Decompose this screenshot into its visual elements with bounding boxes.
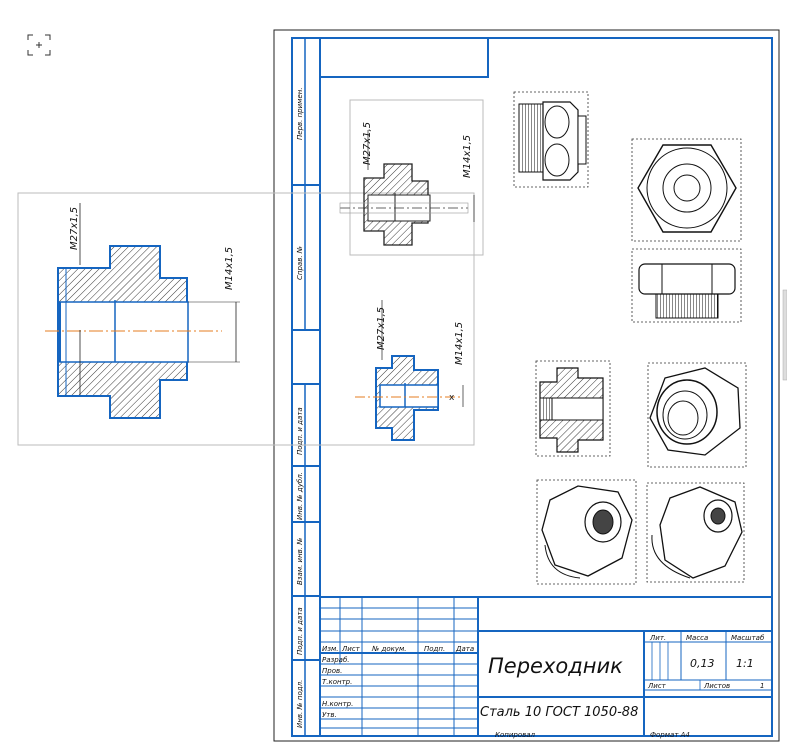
part-name: Переходник	[488, 654, 623, 678]
change-col: № докум.	[371, 645, 407, 653]
dim-m14: M14x1,5	[462, 135, 473, 178]
dim-m14: M14x1,5	[454, 322, 465, 365]
top-section-view[interactable]: M27x1,5 M14x1,5	[339, 99, 484, 256]
role-label: Утв.	[322, 711, 337, 719]
footer-copy: Копировал	[495, 731, 536, 739]
side-view-small[interactable]	[513, 91, 589, 188]
role-label: Разраб.	[322, 656, 350, 664]
side-label: Инв. № дубл.	[296, 472, 304, 520]
dim-m27: M27x1,5	[362, 122, 373, 165]
change-col: Подп.	[424, 645, 445, 653]
side-label: Взам. инв. №	[296, 537, 304, 585]
iso-view-3[interactable]	[646, 482, 745, 583]
iso-view-2[interactable]	[536, 479, 637, 585]
role-label: Н.контр.	[322, 700, 353, 708]
side-label: Подп. и дата	[296, 607, 304, 655]
material: Сталь 10 ГОСТ 1050-88	[480, 705, 638, 720]
footer-format: Формат А4	[650, 731, 690, 739]
dim-m27: M27x1,5	[376, 307, 387, 350]
fit-view-icon[interactable]	[27, 34, 51, 56]
sheets-label: Листов	[703, 682, 730, 690]
title-block: Изм. Лист № докум. Подп. Дата Разраб. Пр…	[319, 596, 773, 739]
side-label: Подп. и дата	[296, 407, 304, 455]
sheet-label: Лист	[647, 682, 667, 690]
scroll-marker[interactable]	[782, 289, 787, 381]
zoom-section-view[interactable]: M27x1,5 M14x1,5	[17, 192, 475, 446]
mass-value: 0,13	[690, 657, 715, 670]
mass-header: Масса	[686, 634, 708, 642]
hex-side-view[interactable]	[631, 248, 742, 323]
small-section-view[interactable]	[535, 360, 611, 457]
sheets-count: 1	[760, 682, 764, 690]
role-label: Т.контр.	[322, 678, 352, 686]
lit-header: Лит.	[649, 634, 666, 642]
dim-m14: M14x1,5	[224, 247, 235, 290]
side-label: Справ. №	[296, 246, 304, 280]
svg-text:x: x	[449, 393, 455, 403]
scale-header: Масштаб	[731, 634, 765, 642]
hex-view[interactable]	[631, 138, 742, 242]
change-col: Изм.	[322, 645, 338, 653]
role-label: Пров.	[322, 667, 342, 675]
change-col: Лист	[341, 645, 361, 653]
iso-view-1[interactable]	[647, 362, 747, 468]
mid-section-view[interactable]: x M27x1,5 M14x1,5	[355, 300, 465, 441]
scale-value: 1:1	[736, 657, 754, 670]
change-col: Дата	[455, 645, 474, 653]
side-label: Инв. № подл.	[296, 680, 304, 728]
side-labels: Перв. примен. Справ. № Подп. и дата Инв.…	[296, 87, 304, 728]
side-label: Перв. примен.	[296, 87, 304, 140]
dim-m27: M27x1,5	[69, 207, 80, 250]
